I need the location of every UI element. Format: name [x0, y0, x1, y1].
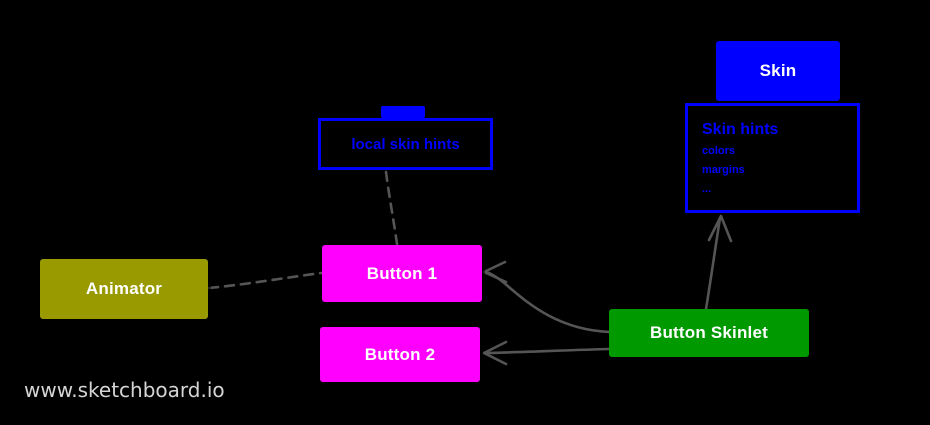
edge-local-skin-hints-to-button1	[384, 170, 399, 246]
node-button-2-label: Button 2	[364, 344, 436, 364]
watermark: www.sketchboard.io	[24, 378, 225, 402]
edge-skinlet-to-button1-arrowhead	[482, 260, 508, 284]
edge-skinlet-to-button2	[485, 347, 611, 355]
node-button-skinlet[interactable]: Button Skinlet	[609, 309, 809, 357]
edge-skinlet-to-button2-arrowhead	[482, 340, 508, 366]
node-button-2[interactable]: Button 2	[320, 327, 480, 382]
node-local-skin-hints-label: local skin hints	[351, 135, 460, 153]
edge-skinlet-to-skin-hints-arrowhead	[707, 214, 733, 243]
edge-animator-to-button1	[207, 271, 323, 290]
local-skin-hints-tab-notch	[381, 106, 425, 118]
node-button-1[interactable]: Button 1	[322, 245, 482, 302]
node-skin[interactable]: Skin	[716, 41, 840, 101]
node-skin-hints-title: Skin hints	[702, 121, 779, 138]
node-skin-hints-item-colors: colors	[702, 145, 736, 157]
edge-skinlet-to-skin-hints	[704, 216, 722, 311]
node-skin-hints-item-ellipsis: ...	[702, 183, 712, 195]
node-animator[interactable]: Animator	[40, 259, 208, 319]
node-local-skin-hints[interactable]: local skin hints	[318, 118, 493, 170]
node-button-skinlet-label: Button Skinlet	[649, 323, 768, 342]
node-skin-hints[interactable]: Skin hints colors margins ...	[685, 103, 860, 213]
node-skin-label: Skin	[759, 61, 797, 80]
node-animator-label: Animator	[85, 279, 163, 298]
edge-skinlet-to-button1	[484, 270, 612, 334]
node-button-1-label: Button 1	[366, 263, 438, 283]
node-skin-hints-item-margins: margins	[702, 164, 745, 176]
